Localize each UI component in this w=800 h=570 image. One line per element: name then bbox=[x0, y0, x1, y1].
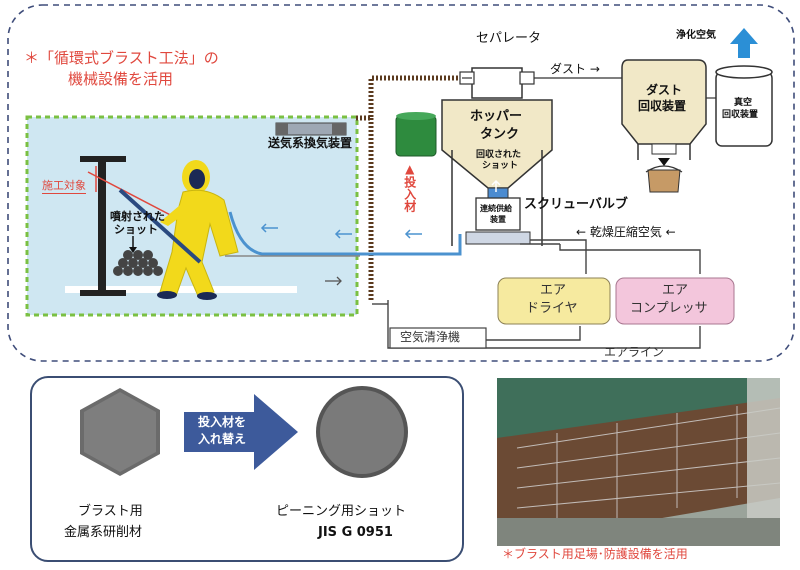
photo-caption: ＊ブラスト用足場･防護設備を活用 bbox=[502, 547, 688, 561]
flow-arrows bbox=[260, 223, 422, 239]
media-comparison-panel bbox=[30, 376, 464, 562]
dust-collector-icon bbox=[621, 59, 707, 193]
dust-label: ダスト → bbox=[550, 62, 600, 76]
separator-label: セパレータ bbox=[476, 31, 542, 46]
ventilation-duct-icon bbox=[275, 122, 347, 136]
media-input-label: ▲投入材 bbox=[402, 162, 417, 212]
purified-air-label: 浄化空気 bbox=[676, 30, 716, 41]
i-beam-web bbox=[98, 156, 106, 294]
header-line-2: 機械設備を活用 bbox=[68, 70, 174, 88]
enclosure-duct bbox=[356, 75, 462, 121]
floor bbox=[65, 286, 297, 293]
air-compressor-label-2: コンプレッサ bbox=[630, 301, 708, 316]
peening-shot-circle bbox=[316, 386, 408, 478]
vacuum-unit-icon bbox=[706, 65, 773, 147]
continuous-feed-label-1: 連続供給 bbox=[480, 204, 512, 213]
hopper-tank-icon bbox=[441, 67, 553, 246]
shot-pile-icon bbox=[113, 250, 163, 276]
collected-shot-label-2: ショット bbox=[482, 161, 519, 171]
screw-valve-label: スクリューバルブ bbox=[524, 197, 628, 212]
vacuum-label-2: 回収装置 bbox=[722, 110, 759, 120]
sprayed-shot-label-2: ショット bbox=[114, 223, 158, 236]
blast-media-label-1: ブラスト用 bbox=[78, 504, 143, 519]
blast-media-label-2: 金属系研削材 bbox=[64, 525, 143, 540]
blast-media-hexagon bbox=[80, 388, 160, 476]
air-cleaner-label: 空気清浄機 bbox=[400, 330, 461, 344]
replace-arrow-label-2: 入れ替え bbox=[198, 432, 247, 446]
air-cleaner bbox=[389, 327, 487, 349]
blast-hose bbox=[228, 211, 462, 256]
ventilation-label: 送気系換気装置 bbox=[268, 136, 353, 150]
bridge-scaffold-photo bbox=[497, 378, 780, 546]
air-compressor-label-1: エア bbox=[662, 283, 689, 298]
air-compressor bbox=[615, 277, 735, 325]
header-line-1: ＊「循環式ブラスト工法」の bbox=[24, 49, 219, 67]
dry-air-label: ← 乾燥圧縮空気 ← bbox=[576, 225, 676, 239]
replace-arrow bbox=[184, 394, 298, 470]
hopper-label-1: ホッパー bbox=[470, 109, 523, 124]
sprayed-shot-label-1: 噴射された bbox=[110, 210, 165, 223]
dust-collector-label-2: 回収装置 bbox=[638, 99, 687, 113]
dust-collector-label-1: ダスト bbox=[646, 83, 683, 97]
target-label: 施工対象 bbox=[42, 179, 86, 194]
air-line-label: エアライン bbox=[604, 345, 665, 359]
purified-air-arrow-icon bbox=[730, 28, 758, 58]
hopper-label-2: タンク bbox=[480, 127, 520, 142]
peening-shot-label-2: JIS G 0951 bbox=[318, 525, 393, 540]
blast-nozzle bbox=[118, 188, 202, 264]
air-dryer-label-1: エア bbox=[540, 283, 567, 298]
collected-shot-label-1: 回収された bbox=[476, 150, 522, 160]
replace-arrow-label-1: 投入材を bbox=[198, 415, 247, 429]
air-dryer bbox=[497, 277, 611, 325]
peening-shot-label-1: ピーニング用ショット bbox=[276, 504, 407, 519]
vacuum-label-1: 真空 bbox=[734, 98, 753, 108]
i-beam-bottom bbox=[80, 290, 126, 296]
media-container-icon bbox=[395, 112, 437, 157]
air-pipes bbox=[372, 239, 701, 349]
continuous-feed-label-2: 装置 bbox=[490, 215, 506, 224]
air-dryer-label-2: ドライヤ bbox=[526, 301, 578, 316]
worker-icon bbox=[157, 160, 239, 300]
